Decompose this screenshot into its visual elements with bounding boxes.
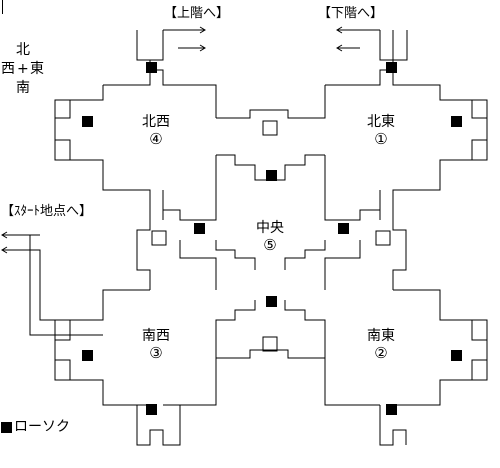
start-arrow-icon-head — [1, 246, 8, 254]
map-wall-31 — [471, 100, 487, 119]
map-wall-25 — [136, 405, 181, 446]
map-wall-32 — [471, 139, 487, 160]
room-number: ③ — [149, 344, 163, 362]
map-wall-0 — [103, 69, 217, 118]
map-wall-14 — [284, 240, 326, 270]
candle-icon — [451, 116, 462, 127]
map-wall-5 — [325, 69, 488, 210]
map-wall-27 — [55, 100, 71, 119]
candle-icon — [146, 62, 157, 73]
start-arrow-icon-head — [1, 231, 8, 239]
room-number: ② — [374, 344, 388, 362]
map-wall-15 — [54, 289, 150, 406]
map-wall-12 — [324, 240, 361, 290]
candle-icon — [266, 296, 277, 307]
map-wall-7 — [136, 210, 151, 290]
map-wall-26 — [379, 405, 407, 446]
map-wall-16 — [163, 300, 256, 406]
map-wall-24 — [393, 30, 408, 61]
room-number: ④ — [149, 130, 163, 148]
map-wall-2 — [162, 155, 217, 221]
map-wall-13 — [215, 240, 256, 270]
map-wall-1 — [54, 85, 151, 210]
exit-downstairs-label: 【下階へ】 — [318, 6, 384, 21]
room-center: 中央 ⑤ — [245, 220, 295, 254]
room-southeast: 南東 ② — [356, 328, 406, 362]
room-name: 北西 — [142, 114, 170, 130]
map-wall-34 — [471, 359, 487, 380]
room-northeast: 北東 ① — [356, 114, 406, 148]
map-wall-11 — [179, 240, 217, 290]
map-wall-33 — [471, 320, 487, 341]
compass-south: 南 — [16, 80, 30, 96]
upstairs-arrow-icon-head — [199, 26, 206, 34]
candle-icon — [266, 170, 277, 181]
corner-tick — [2, 0, 3, 14]
compass-north: 北 — [16, 42, 30, 58]
legend: ローソク — [1, 419, 70, 435]
upstairs-arrow-icon-head — [199, 44, 206, 52]
downstairs-arrow-icon-head — [336, 26, 343, 34]
map-wall-29 — [55, 320, 71, 341]
room-number: ⑤ — [263, 236, 277, 254]
room-name: 中央 — [256, 220, 284, 236]
exit-start-label: 【ｽﾀｰﾄ地点へ】 — [1, 204, 93, 219]
alcove-box-2 — [375, 230, 391, 246]
alcove-box-3 — [262, 336, 278, 352]
map-wall-6 — [324, 155, 381, 221]
candle-icon — [386, 62, 397, 73]
candle-icon — [451, 350, 462, 361]
map-wall-18 — [284, 300, 380, 406]
room-name: 北東 — [367, 114, 395, 130]
room-number: ① — [374, 130, 388, 148]
map-wall-3 — [216, 85, 326, 119]
candle-icon — [146, 404, 157, 415]
map-wall-21 — [150, 30, 164, 61]
room-name: 南東 — [367, 328, 395, 344]
candle-icon — [82, 116, 93, 127]
candle-icon — [194, 223, 205, 234]
map-wall-35 — [12, 249, 103, 321]
alcove-box-1 — [151, 230, 167, 246]
map-wall-28 — [55, 139, 71, 160]
alcove-box-0 — [262, 120, 278, 136]
compass-plus: + — [17, 61, 29, 77]
candle-icon — [338, 223, 349, 234]
room-northwest: 北西 ④ — [131, 114, 181, 148]
candle-icon — [386, 404, 397, 415]
compass-west: 西 — [1, 61, 15, 77]
map-wall-17 — [393, 289, 488, 406]
map-wall-9 — [392, 210, 407, 290]
map-wall-19 — [216, 349, 325, 359]
room-name: 南西 — [142, 328, 170, 344]
room-southwest: 南西 ③ — [131, 328, 181, 362]
legend-label: ローソク — [14, 419, 70, 435]
candle-legend-icon — [1, 421, 12, 433]
exit-upstairs-label: 【上階へ】 — [164, 6, 230, 21]
candle-icon — [82, 350, 93, 361]
downstairs-arrow-icon-head — [336, 44, 343, 52]
compass-east: 東 — [30, 61, 44, 77]
map-wall-30 — [55, 359, 71, 380]
